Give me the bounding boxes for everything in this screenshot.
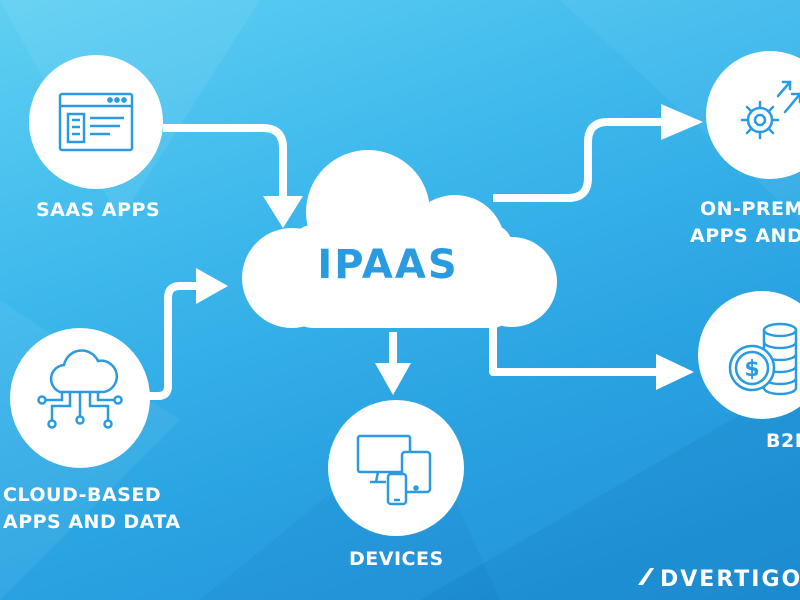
cloud-based-label-line1: CLOUD-BASED	[3, 484, 162, 506]
coins-dollar-icon: $	[728, 322, 798, 396]
arrow-heads	[196, 104, 703, 395]
arrow-cloud-to-ipaas	[148, 282, 198, 400]
arrowhead-right	[656, 354, 694, 390]
devices-label: DEVICES	[349, 548, 444, 570]
dvertigo-logo-text: DVERTIGO	[660, 567, 800, 592]
svg-text:$: $	[744, 357, 759, 382]
dvertigo-logo-mark-icon	[638, 568, 654, 585]
ipaas-label: IPAAS	[317, 242, 458, 288]
arrowhead-down	[375, 363, 411, 395]
cloud-based-label-line2: APPS AND DATA	[3, 511, 181, 533]
arrow-ipaas-to-b2b	[489, 318, 658, 376]
devices-icon	[356, 434, 432, 506]
connector-arrows	[148, 118, 663, 400]
arrowhead-right	[661, 104, 703, 140]
on-prem-label-line2: APPS AND	[690, 225, 800, 247]
on-prem-label-line1: ON-PREM	[700, 198, 800, 220]
gears-icon	[740, 80, 800, 140]
b2b-label: B2B	[766, 430, 800, 452]
arrow-saas-to-ipaas	[163, 124, 287, 198]
node-circle-devices	[328, 400, 464, 536]
node-circle-saas	[29, 55, 163, 189]
browser-window-icon	[58, 92, 134, 152]
arrowhead-right	[196, 268, 228, 304]
arrow-ipaas-to-onprem	[493, 118, 663, 202]
arrowhead-down	[263, 196, 303, 228]
cloud-network-icon	[37, 349, 123, 429]
ipaas-cloud	[242, 150, 557, 328]
node-circle-on-prem	[706, 51, 800, 179]
saas-apps-label: SAAS APPS	[36, 199, 161, 221]
